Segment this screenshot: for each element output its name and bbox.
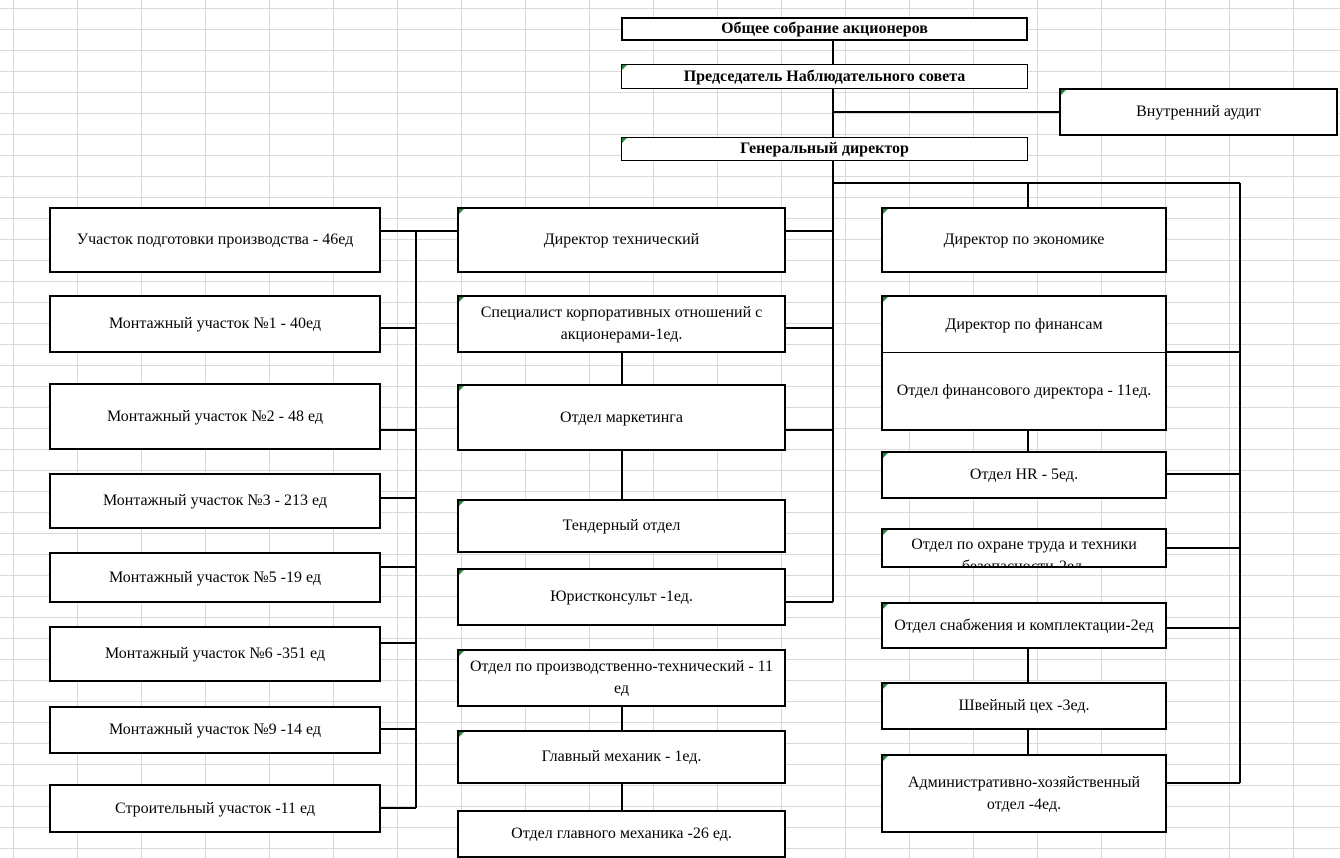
middle-unit-box: Тендерный отдел: [457, 499, 786, 553]
right-unit-box: Отдел HR - 5ед.: [881, 451, 1167, 499]
economics-director-box: Директор по экономике: [881, 207, 1167, 273]
general-director-box: Генеральный директор: [621, 137, 1028, 161]
left-unit-box: Монтажный участок №9 -14 ед: [49, 706, 381, 754]
middle-unit-box: Специалист корпоративных отношений с акц…: [457, 295, 786, 353]
right-unit-box: Отдел по охране труда и техники безопасн…: [881, 528, 1167, 568]
right-unit-box: Швейный цех -3ед.: [881, 682, 1167, 730]
left-unit-box: Монтажный участок №2 - 48 ед: [49, 383, 381, 450]
left-unit-box: Монтажный участок №1 - 40ед: [49, 295, 381, 353]
shareholders-meeting-box: Общее собрание акционеров: [621, 17, 1028, 41]
board-chairman-box: Председатель Наблюдательного совета: [621, 64, 1028, 89]
finance-director-box: Директор по финансам: [881, 295, 1167, 353]
left-unit-box: Монтажный участок №6 -351 ед: [49, 626, 381, 682]
middle-unit-box: Отдел главного механика -26 ед.: [457, 810, 786, 858]
middle-unit-box: Отдел по производственно-технический - 1…: [457, 649, 786, 707]
right-unit-box: Административно-хозяйственный отдел -4ед…: [881, 754, 1167, 833]
right-unit-box: Отдел снабжения и комплектации-2ед: [881, 602, 1167, 649]
middle-unit-box: Главный механик - 1ед.: [457, 730, 786, 784]
technical-director-box: Директор технический: [457, 207, 786, 273]
right-unit-box: Отдел финансового директора - 11ед.: [881, 352, 1167, 431]
left-unit-box: Монтажный участок №5 -19 ед: [49, 552, 381, 603]
middle-unit-box: Юристконсульт -1ед.: [457, 568, 786, 626]
middle-unit-box: Отдел маркетинга: [457, 384, 786, 451]
internal-audit-box: Внутренний аудит: [1059, 88, 1338, 136]
left-unit-box: Участок подготовки производства - 46ед: [49, 207, 381, 273]
left-unit-box: Строительный участок -11 ед: [49, 784, 381, 833]
left-unit-box: Монтажный участок №3 - 213 ед: [49, 473, 381, 529]
